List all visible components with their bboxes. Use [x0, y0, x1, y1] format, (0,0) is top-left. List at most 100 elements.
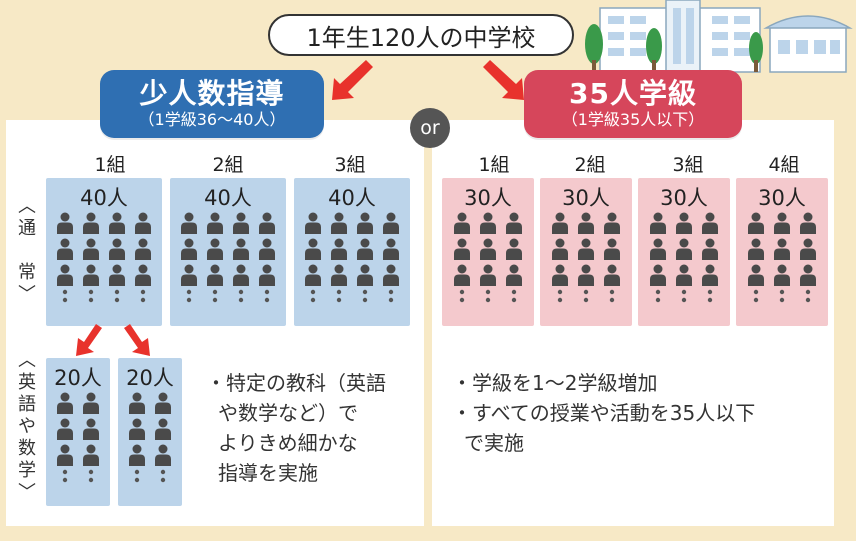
class-count: 20人	[126, 366, 174, 390]
more-dot-icon	[681, 289, 687, 295]
left-class-box: 40人	[170, 178, 286, 326]
student-icon	[135, 212, 151, 234]
more-dot-icon	[62, 297, 68, 303]
more-dot-icon	[753, 297, 759, 303]
student-icon	[454, 264, 470, 286]
right-class-box: 30人	[736, 178, 828, 326]
class-count: 30人	[464, 186, 512, 210]
class-35-label: 35人学級 （1学級35人以下）	[524, 70, 742, 138]
arrow-down-left-icon	[76, 324, 102, 356]
student-icon	[748, 238, 764, 260]
student-icon	[676, 238, 692, 260]
more-dot-icon	[609, 289, 615, 295]
student-icon	[331, 238, 347, 260]
student-icon	[207, 238, 223, 260]
more-dot-icon	[805, 297, 811, 303]
student-group-icon	[57, 392, 99, 483]
student-icon	[129, 444, 145, 466]
student-icon	[702, 212, 718, 234]
more-dot-icon	[655, 289, 661, 295]
student-icon	[552, 238, 568, 260]
class-count: 40人	[328, 186, 376, 210]
more-dot-icon	[62, 469, 68, 475]
more-dot-icon	[62, 477, 68, 483]
more-dot-icon	[557, 289, 563, 295]
student-icon	[357, 238, 373, 260]
student-icon	[748, 212, 764, 234]
student-icon	[604, 238, 620, 260]
subject-class-box: 20人	[46, 358, 110, 506]
student-icon	[57, 212, 73, 234]
student-icon	[578, 212, 594, 234]
more-dot-icon	[336, 289, 342, 295]
student-icon	[676, 264, 692, 286]
student-icon	[454, 212, 470, 234]
student-icon	[233, 212, 249, 234]
more-dot-icon	[114, 289, 120, 295]
student-icon	[181, 238, 197, 260]
student-group-icon	[129, 392, 171, 483]
student-icon	[800, 212, 816, 234]
student-icon	[83, 444, 99, 466]
more-dot-icon	[388, 297, 394, 303]
more-dot-icon	[264, 289, 270, 295]
student-icon	[135, 264, 151, 286]
student-icon	[129, 418, 145, 440]
more-dot-icon	[459, 297, 465, 303]
left-class-box: 40人	[294, 178, 410, 326]
student-icon	[155, 392, 171, 414]
row-label-subject: 〈英語や数学〉	[15, 350, 36, 504]
left-description: ・特定の教科（英語 や数学など）で よりきめ細かな 指導を実施	[206, 368, 412, 488]
student-icon	[454, 238, 470, 260]
more-dot-icon	[310, 289, 316, 295]
small-group-heading: 少人数指導	[139, 77, 285, 110]
more-dot-icon	[238, 289, 244, 295]
student-icon	[305, 212, 321, 234]
more-dot-icon	[264, 297, 270, 303]
student-icon	[207, 212, 223, 234]
more-dot-icon	[485, 289, 491, 295]
subject-class-box: 20人	[118, 358, 182, 506]
more-dot-icon	[805, 289, 811, 295]
more-dot-icon	[134, 477, 140, 483]
student-icon	[357, 264, 373, 286]
more-dot-icon	[655, 297, 661, 303]
student-icon	[480, 212, 496, 234]
more-dot-icon	[88, 297, 94, 303]
right-description-line: で実施	[464, 431, 524, 455]
more-dot-icon	[681, 297, 687, 303]
right-description: ・学級を1〜2学級増加 ・すべての授業や活動を35人以下 で実施	[452, 368, 822, 458]
left-class-box: 40人	[46, 178, 162, 326]
class-35-subheading: （1学級35人以下）	[561, 110, 705, 129]
class-count: 30人	[660, 186, 708, 210]
left-group-label: 1組	[94, 154, 126, 176]
student-icon	[774, 212, 790, 234]
more-dot-icon	[88, 289, 94, 295]
student-icon	[57, 238, 73, 260]
small-group-subheading: （1学級36〜40人）	[138, 110, 286, 129]
student-group-icon	[57, 212, 151, 303]
right-class-box: 30人	[540, 178, 632, 326]
more-dot-icon	[310, 297, 316, 303]
class-count: 30人	[562, 186, 610, 210]
student-icon	[259, 264, 275, 286]
student-icon	[383, 212, 399, 234]
more-dot-icon	[336, 297, 342, 303]
student-icon	[109, 212, 125, 234]
student-icon	[506, 212, 522, 234]
page-title: 1年生120人の中学校	[268, 14, 574, 56]
student-icon	[109, 238, 125, 260]
more-dot-icon	[583, 289, 589, 295]
student-icon	[702, 264, 718, 286]
more-dot-icon	[160, 469, 166, 475]
more-dot-icon	[511, 297, 517, 303]
left-description-line: よりきめ細かな	[218, 431, 358, 455]
student-icon	[650, 238, 666, 260]
student-icon	[83, 392, 99, 414]
student-group-icon	[181, 212, 275, 303]
student-group-icon	[305, 212, 399, 303]
student-icon	[331, 264, 347, 286]
student-group-icon	[454, 212, 522, 303]
student-icon	[800, 238, 816, 260]
more-dot-icon	[88, 477, 94, 483]
